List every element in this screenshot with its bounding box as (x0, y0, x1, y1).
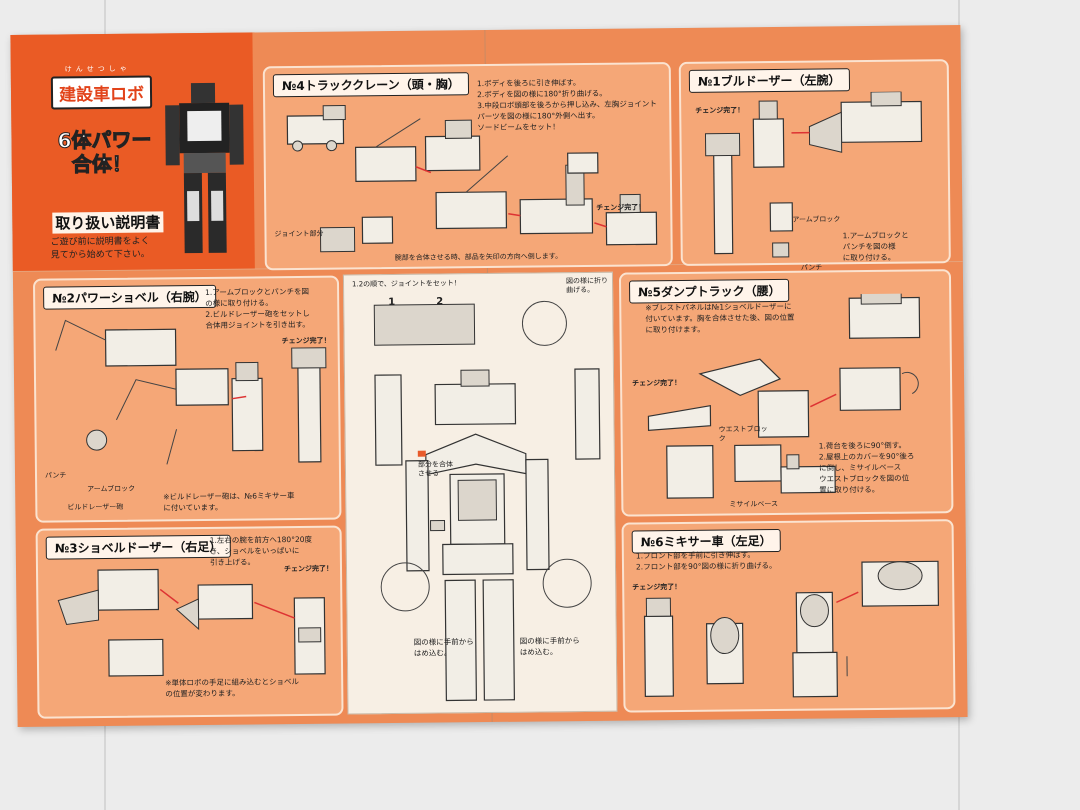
tagline: 6体パワー 合体！ (57, 127, 152, 177)
manual-note: ご遊び前に説明書をよく 見てから始めて下さい。 (51, 236, 150, 263)
note-line: 図の様に手前から (519, 636, 580, 646)
crane-truck-diagram (286, 104, 658, 253)
tagline-line-2: 合体！ (71, 151, 132, 177)
note-line: ※単体ロボの手足に組み込むとショベル (165, 677, 300, 688)
punch-label: パンチ (44, 471, 67, 480)
manual-note-line: 見てから始めて下さい。 (50, 249, 150, 261)
logo-ruby: けんせつしゃ (64, 64, 131, 74)
robot-combination-diagram (373, 300, 601, 702)
step: 置に取り付ける。 (819, 484, 880, 495)
joint-label: ジョイント部分 (274, 229, 324, 239)
panel-power-shovel: №2パワーショベル（右腕） 1.アームブロックとパンチを図 の様に取り付ける。 … (32, 275, 342, 523)
manual-note-line: ご遊び前に説明書をよく (50, 236, 150, 248)
panel-heading: №4トラッククレーン（頭・胸） (272, 72, 469, 98)
tagline-line-1: 6体パワー (57, 127, 152, 153)
step: パンチを図の様 (842, 241, 896, 252)
panel-shovel-dozer: №3ショベルドーザー（右足） 1.左右の腕を前方へ180°20度 き、ショベルを… (35, 525, 344, 719)
laser-note: ※ビルドレーザー砲は、№6ミキサー車 に付いています。 (163, 490, 294, 513)
panel-heading: №3ショベルドーザー（右足） (45, 534, 231, 560)
join-label: 部分を合体させる (417, 460, 453, 478)
note-line: はめ込む。 (413, 648, 452, 658)
note-line: の位置が変わります。 (165, 688, 240, 699)
step-list: 1.荷台を後ろに90°倒す。 2.屋根上のカバーを90°後ろ に倒し、ミサイルベ… (819, 440, 915, 496)
panel-heading: №1ブルドーザー（左腕） (688, 68, 850, 93)
crane-note: 腕部を合体させる時、部品を矢印の方向へ倒します。 (394, 252, 563, 262)
panel-track-crane: №4トラッククレーン（頭・胸） 1.ボディを後ろに引き伸ばす。 2.ボディを図の… (262, 62, 673, 271)
note-line: はめ込む。 (519, 647, 558, 657)
panel-bulldozer: №1ブルドーザー（左腕） チェンジ完了！ アームブロック パンチ 1.アームブロ… (678, 59, 951, 272)
step: き、ショベルをいっぱいに (209, 545, 300, 556)
manual-title: 取り扱い説明書 (52, 211, 164, 234)
shovel-dozer-diagram (57, 568, 326, 677)
step: ウエストブロックを図の位 (819, 473, 910, 484)
dump-truck-diagram (647, 293, 921, 499)
panel-dump-truck: №5ダンプトラック（腰） ※ブレストパネルは№1ショベルドーザーに 付いています… (618, 269, 954, 517)
arm-block-label: アームブロック (87, 484, 136, 494)
center-bottom-left-note: 図の様に手前から はめ込む。 (414, 636, 474, 659)
laser-label: ビルドレーザー砲 (67, 502, 124, 512)
waist-block-label: ウエストブロック (718, 425, 768, 443)
note-line: 図の様に手前から (413, 637, 474, 647)
robot-illustration (165, 82, 244, 254)
change-complete-label: チェンジ完了！ (596, 203, 646, 212)
power-shovel-diagram (55, 319, 327, 465)
combination-diagram: 1.2の順で、ジョイントをセット！ 図の様に折り曲げる。 1 2 部分を合体させ… (342, 271, 618, 715)
panel-mixer: №6ミキサー車（左足） 1.フロント部を手前に引き伸ばす。 2.フロント部を90… (621, 519, 956, 713)
missile-base-label: ミサイルベース (729, 499, 779, 509)
mixer-diagram (643, 560, 940, 698)
step: 1.アームブロックと (842, 230, 909, 241)
step-list: 1.アームブロックと パンチを図の様 に取り付ける。 (842, 230, 909, 264)
note-line: ※ビルドレーザー砲は、№6ミキサー車 (163, 491, 295, 502)
title-block: けんせつしゃ 建設車ロボ 6体パワー 合体！ 取り扱い説明書 ご遊び前に説明書を… (10, 32, 255, 271)
step: に取り付ける。 (842, 252, 896, 263)
arm-block-label: アームブロック (792, 215, 841, 224)
center-bottom-right-note: 図の様に手前から はめ込む。 (520, 635, 580, 658)
note-line: に付いています。 (163, 502, 223, 513)
product-logo: 建設車ロボ (50, 75, 153, 110)
instruction-sheet: けんせつしゃ 建設車ロボ 6体パワー 合体！ 取り扱い説明書 ご遊び前に説明書を… (10, 25, 968, 727)
bulldozer-diagram (704, 91, 923, 258)
step: 1.アームブロックとパンチを図 (205, 286, 310, 297)
shovel-note: ※単体ロボの手足に組み込むとショベル の位置が変わります。 (165, 676, 299, 699)
panel-heading: №2パワーショベル（右腕） (43, 284, 216, 310)
